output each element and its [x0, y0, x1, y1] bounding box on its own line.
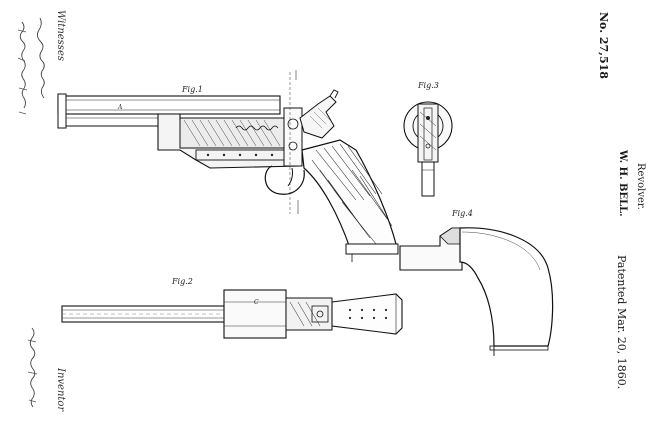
figure-2: Fig.2 C: [61, 277, 403, 339]
patent-subject: Revolver.: [635, 163, 646, 210]
ref-letter-a: A: [117, 104, 123, 111]
ref-letter-c: C: [254, 299, 259, 306]
figure-1: Fig.1 A: [57, 70, 399, 262]
witnesses-heading: Witnesses: [55, 10, 66, 61]
inventor-heading: Inventor: [55, 367, 66, 412]
figure-4: Fig.4: [399, 209, 554, 356]
fig3-label: Fig.3: [417, 81, 439, 90]
fig4-label: Fig.4: [451, 209, 473, 218]
witness-signature-2: [19, 21, 26, 109]
inventor-block: Inventor: [27, 327, 66, 412]
witnesses-block: Witnesses: [17, 10, 66, 115]
patent-number: No. 27,518: [597, 12, 610, 79]
fig2-label: Fig.2: [171, 277, 193, 286]
figure-3: Fig.3: [403, 81, 453, 197]
fig1-label: Fig.1: [181, 85, 203, 94]
patent-date: Patented Mar. 20, 1860.: [615, 255, 628, 389]
inventor-name: W. H. BELL.: [617, 149, 628, 217]
witness-signature-1: [36, 17, 45, 99]
inventor-signature: [29, 327, 36, 408]
